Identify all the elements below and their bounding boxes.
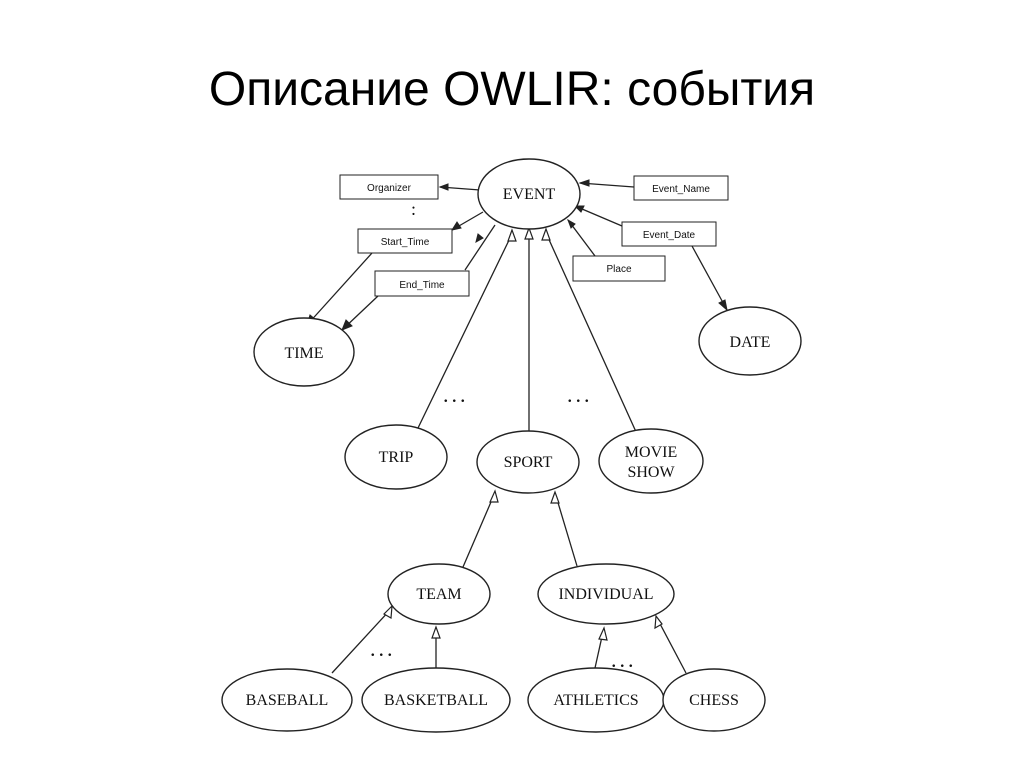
edge-movie-event xyxy=(545,232,638,435)
edge-event-end-time xyxy=(464,224,496,271)
node-baseball-label: BASEBALL xyxy=(246,692,329,709)
edge-team-sport xyxy=(462,494,495,568)
node-trip-label: TRIP xyxy=(379,449,414,466)
property-start-time: Start_Time xyxy=(357,228,453,254)
arrow-end-time xyxy=(475,233,484,244)
arrow-start-time xyxy=(450,221,462,231)
edge-start-time-time xyxy=(306,252,373,326)
property-event-name-label: Event_Name xyxy=(652,184,710,195)
node-chess-label: CHESS xyxy=(689,692,739,709)
node-basketball-label: BASKETBALL xyxy=(384,692,488,709)
node-basketball: BASKETBALL xyxy=(361,667,511,733)
dots-organizer-start: : xyxy=(411,199,419,219)
arrow-organizer xyxy=(438,183,449,191)
node-movie-show: MOVIE SHOW xyxy=(598,428,704,494)
node-time-label: TIME xyxy=(284,345,323,362)
property-organizer: Organizer xyxy=(339,174,439,200)
node-date: DATE xyxy=(698,306,802,376)
ellipsis-trip-sport: ... xyxy=(443,382,469,407)
property-event-date: Event_Date xyxy=(621,221,717,247)
ellipsis-team-children: ... xyxy=(370,636,396,661)
property-start-time-label: Start_Time xyxy=(381,237,430,248)
property-place-label: Place xyxy=(606,264,631,275)
property-event-date-label: Event_Date xyxy=(643,230,696,241)
arrow-place xyxy=(567,218,576,229)
edge-baseball-team xyxy=(331,609,391,674)
node-individual: INDIVIDUAL xyxy=(537,563,675,625)
isa-trip xyxy=(507,228,517,242)
node-chess: CHESS xyxy=(662,668,766,732)
isa-team xyxy=(489,489,499,503)
node-athletics: ATHLETICS xyxy=(527,667,665,733)
edge-chess-individual xyxy=(657,619,687,674)
node-team: TEAM xyxy=(387,563,491,625)
isa-athletics xyxy=(598,626,608,641)
node-athletics-label: ATHLETICS xyxy=(553,692,638,709)
isa-basketball xyxy=(431,625,441,639)
edge-date xyxy=(691,245,728,311)
property-place: Place xyxy=(572,255,666,282)
arrow-time-2 xyxy=(341,319,353,331)
property-end-time-label: End_Time xyxy=(399,280,445,291)
node-team-label: TEAM xyxy=(416,586,461,603)
node-event: EVENT xyxy=(477,158,581,230)
ellipsis-sport-movie: ... xyxy=(567,382,593,407)
arrow-event-date xyxy=(573,205,585,213)
node-trip: TRIP xyxy=(344,424,448,490)
node-event-label: EVENT xyxy=(503,186,556,203)
node-time: TIME xyxy=(253,317,355,387)
isa-baseball xyxy=(383,604,393,619)
slide-title: Описание OWLIR: события xyxy=(208,63,816,116)
property-event-name: Event_Name xyxy=(633,175,729,201)
node-sport-label: SPORT xyxy=(504,454,553,471)
isa-individual xyxy=(550,490,560,504)
edge-trip-event xyxy=(417,233,513,429)
node-baseball: BASEBALL xyxy=(221,668,353,732)
isa-sport xyxy=(524,226,534,240)
property-organizer-label: Organizer xyxy=(367,183,412,194)
arrow-event-name xyxy=(578,179,590,187)
edge-individual-sport xyxy=(555,495,578,567)
node-movie-show-label-1: MOVIE xyxy=(625,444,677,461)
property-end-time: End_Time xyxy=(374,270,470,297)
node-sport: SPORT xyxy=(476,430,580,494)
ellipsis-individual-children: ... xyxy=(611,647,637,672)
isa-movie xyxy=(541,227,551,241)
node-movie-show-label-2: SHOW xyxy=(627,464,675,481)
node-individual-label: INDIVIDUAL xyxy=(558,586,653,603)
node-date-label: DATE xyxy=(730,334,771,351)
isa-chess xyxy=(654,614,663,630)
arrow-date xyxy=(718,299,728,312)
